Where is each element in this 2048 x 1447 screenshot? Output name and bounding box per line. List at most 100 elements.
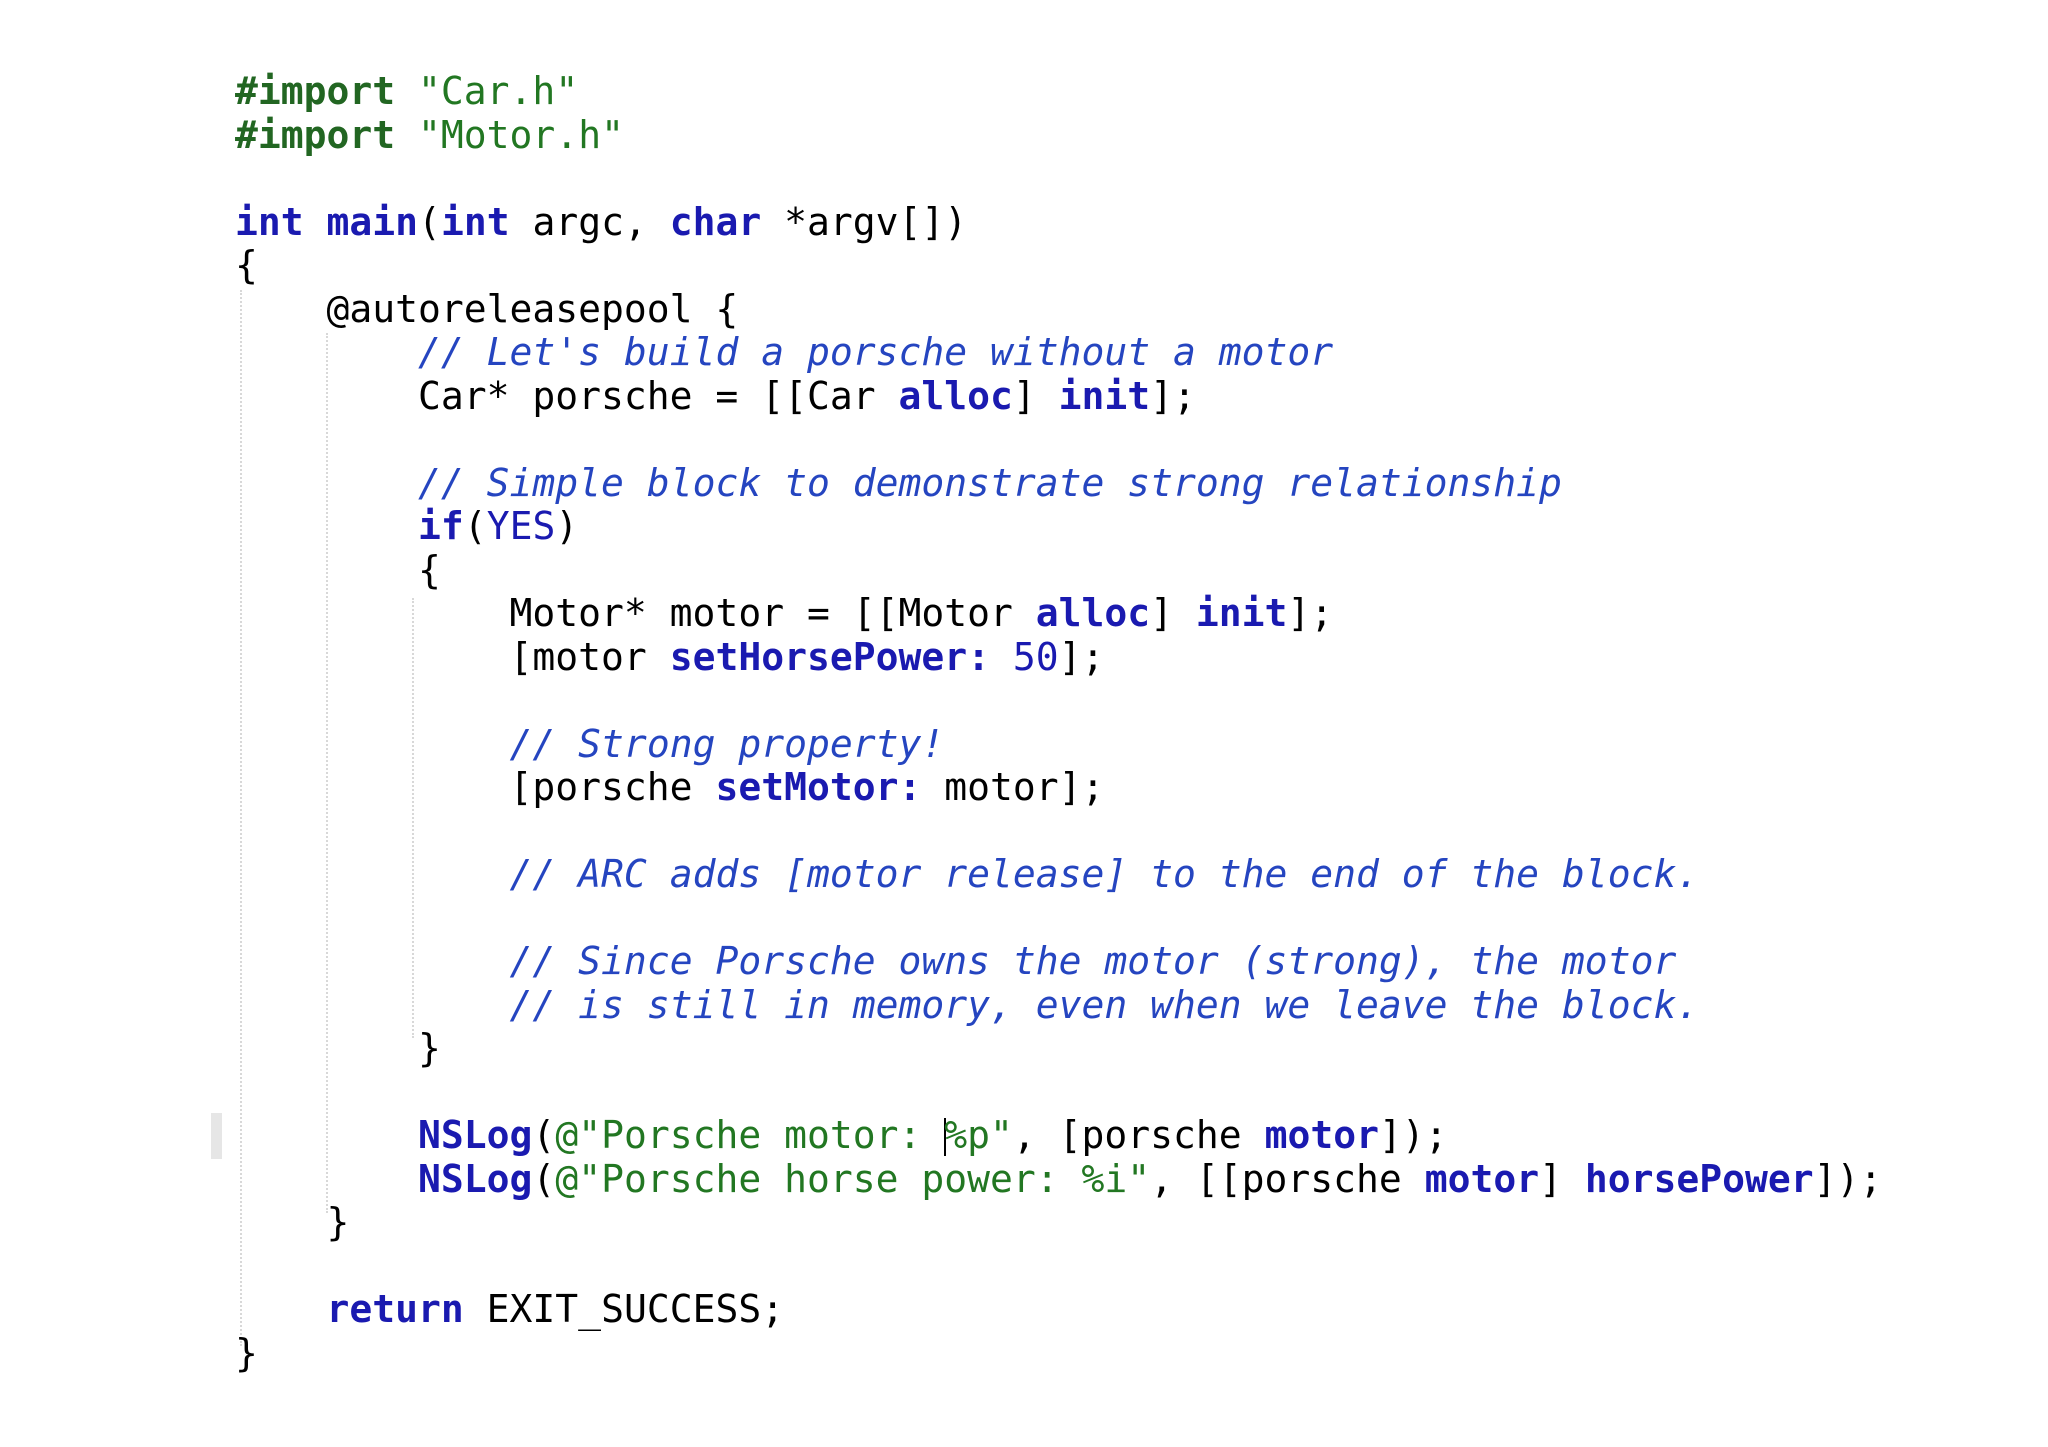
code-token: ]); [1378, 1113, 1448, 1157]
comment-token: // Since Porsche owns the motor (strong)… [509, 939, 1677, 983]
code-line[interactable]: [porsche setMotor: motor]; [235, 765, 1882, 810]
code-line[interactable] [235, 418, 1882, 462]
code-content[interactable]: #import "Car.h"#import "Motor.h" int main… [235, 69, 1883, 1376]
method-token: setMotor: [715, 765, 922, 809]
method-token: alloc [1035, 591, 1151, 635]
comment-token: // is still in memory, even when we leav… [509, 982, 1700, 1027]
string-token: @"Porsche motor: [555, 1113, 945, 1157]
keyword-token: if [418, 504, 464, 548]
indent-guide-main [240, 290, 242, 1346]
code-line[interactable]: } [235, 1330, 1882, 1376]
code-line[interactable]: #import "Motor.h" [235, 113, 1882, 158]
code-token [235, 722, 510, 766]
method-token: init [1058, 373, 1151, 418]
code-line[interactable] [235, 679, 1882, 723]
code-token: ) [555, 504, 579, 548]
code-token: ] [1539, 1156, 1585, 1201]
method-token: init [1195, 591, 1288, 635]
literal-token: YES [486, 504, 556, 548]
code-line[interactable]: { [235, 243, 1882, 288]
code-token [235, 1113, 418, 1157]
code-line[interactable]: // Strong property! [235, 722, 1882, 767]
code-line[interactable]: int main(int argc, char *argv[]) [235, 199, 1882, 245]
code-token: , [porsche [1012, 1113, 1265, 1157]
method-token: motor [1264, 1113, 1379, 1157]
code-line[interactable]: } [235, 1200, 1882, 1245]
code-token: @autoreleasepool { [235, 286, 739, 331]
indent-guide-autoreleasepool [326, 333, 328, 1213]
method-token: horsePower [1584, 1156, 1814, 1201]
code-token: ]; [1150, 373, 1196, 418]
code-line[interactable] [235, 810, 1882, 854]
code-token: ( [463, 504, 487, 548]
keyword-token: int [235, 199, 304, 244]
code-token: } [235, 1026, 441, 1070]
code-token: [motor [235, 634, 670, 679]
code-token [235, 461, 418, 505]
comment-token: // ARC adds [motor release] to the end o… [509, 852, 1700, 896]
code-token: ] [1150, 591, 1196, 635]
code-token [395, 113, 418, 157]
code-token: argc, [509, 199, 670, 244]
code-line[interactable] [235, 897, 1882, 941]
code-line[interactable]: // Since Porsche owns the motor (strong)… [235, 939, 1882, 984]
code-token: *argv[]) [761, 199, 968, 244]
code-token: ]; [1287, 591, 1334, 635]
gutter-change-marker [211, 1113, 222, 1159]
code-token [235, 330, 418, 374]
method-token: NSLog [418, 1113, 533, 1157]
code-token [990, 635, 1013, 679]
code-token: } [235, 1200, 350, 1244]
string-token: %p" [944, 1113, 1013, 1157]
preprocessor-token: #import [235, 69, 396, 113]
code-token: motor]; [921, 765, 1105, 809]
code-token: , [[porsche [1150, 1156, 1425, 1201]
code-line[interactable] [235, 1071, 1882, 1115]
code-token [235, 852, 510, 896]
code-line[interactable]: Motor* motor = [[Motor alloc] init]; [235, 591, 1882, 636]
code-line[interactable]: Car* porsche = [[Car alloc] init]; [235, 373, 1882, 419]
code-token: ( [532, 1156, 556, 1201]
code-line[interactable]: [motor setHorsePower: 50]; [235, 634, 1882, 680]
code-token [235, 983, 510, 1027]
code-line[interactable]: return EXIT_SUCCESS; [235, 1287, 1882, 1332]
literal-token: 50 [1012, 634, 1059, 679]
comment-token: // Let's build a porsche without a motor [418, 330, 1334, 374]
code-token: EXIT_SUCCESS; [463, 1287, 785, 1331]
code-token [235, 1157, 418, 1201]
code-token [395, 69, 418, 113]
code-token: ]; [1058, 634, 1105, 679]
code-line[interactable]: // Let's build a porsche without a motor [235, 330, 1882, 375]
code-line[interactable]: NSLog(@"Porsche horse power: %i", [[pors… [235, 1156, 1883, 1202]
code-token: [porsche [235, 765, 716, 809]
keyword-token: int [440, 199, 510, 244]
comment-token: // Simple block to demonstrate strong re… [418, 460, 1562, 505]
code-token: ( [418, 199, 441, 244]
keyword-token: char [669, 199, 762, 244]
indent-guide-if-block [412, 598, 414, 1038]
code-line[interactable] [235, 1245, 1882, 1289]
string-token: @"Porsche horse power: %i" [555, 1156, 1151, 1201]
method-token: alloc [898, 373, 1013, 418]
text-cursor [944, 1118, 947, 1156]
code-line[interactable]: // is still in memory, even when we leav… [235, 982, 1882, 1028]
code-token: { [235, 547, 441, 592]
code-line[interactable]: // Simple block to demonstrate strong re… [235, 460, 1882, 506]
code-line[interactable]: if(YES) [235, 504, 1882, 549]
code-token [235, 1287, 327, 1331]
code-token [235, 504, 418, 548]
code-line[interactable]: } [235, 1026, 1882, 1071]
code-line[interactable]: #import "Car.h" [235, 69, 1882, 114]
code-token: ]); [1813, 1156, 1883, 1201]
code-token [235, 939, 510, 983]
keyword-token: return [326, 1287, 464, 1331]
code-token: ] [1012, 373, 1059, 418]
code-line[interactable]: // ARC adds [motor release] to the end o… [235, 852, 1882, 897]
code-token: } [235, 1330, 258, 1375]
code-line[interactable]: { [235, 547, 1882, 593]
code-line[interactable]: @autoreleasepool { [235, 286, 1882, 332]
code-line[interactable] [235, 157, 1882, 201]
method-token: main [326, 199, 419, 244]
code-line[interactable]: NSLog(@"Porsche motor: %p", [porsche mot… [235, 1113, 1882, 1158]
